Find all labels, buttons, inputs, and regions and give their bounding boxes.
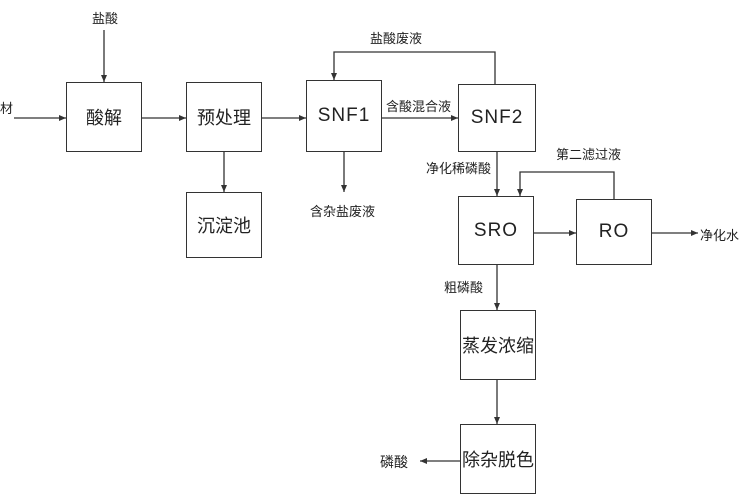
node-acid-hydrolysis: 酸解 bbox=[66, 82, 142, 152]
label-mixed-acid: 含酸混合液 bbox=[386, 100, 452, 115]
label-hydrochloric-acid: 盐酸 bbox=[92, 12, 119, 27]
node-decolor: 除杂脱色 bbox=[460, 424, 536, 494]
label-purified-dilute-phosphoric-acid: 净化稀磷酸 bbox=[426, 162, 492, 177]
node-sedimentation-tank: 沉淀池 bbox=[186, 192, 262, 258]
node-pretreatment: 预处理 bbox=[186, 82, 262, 152]
label-purified-water: 净化水 bbox=[700, 229, 740, 244]
label-waste-hcl: 盐酸废液 bbox=[370, 32, 423, 47]
node-evaporation: 蒸发浓缩 bbox=[460, 310, 536, 380]
node-sro: SRO bbox=[458, 196, 534, 265]
label-second-filtrate: 第二滤过液 bbox=[556, 148, 622, 163]
label-crude-phosphoric-acid: 粗磷酸 bbox=[444, 281, 484, 296]
label-phosphoric-acid: 磷酸 bbox=[380, 455, 408, 471]
node-snf2: SNF2 bbox=[458, 84, 536, 152]
node-snf1: SNF1 bbox=[306, 80, 382, 152]
label-impure-hcl: 含杂盐废液 bbox=[310, 205, 376, 220]
node-ro: RO bbox=[576, 199, 652, 265]
arrow-snf2-to-snf1-loop bbox=[331, 51, 496, 84]
label-input-material: 材 bbox=[0, 102, 14, 117]
arrow-ro-to-sro-loop bbox=[517, 171, 615, 199]
